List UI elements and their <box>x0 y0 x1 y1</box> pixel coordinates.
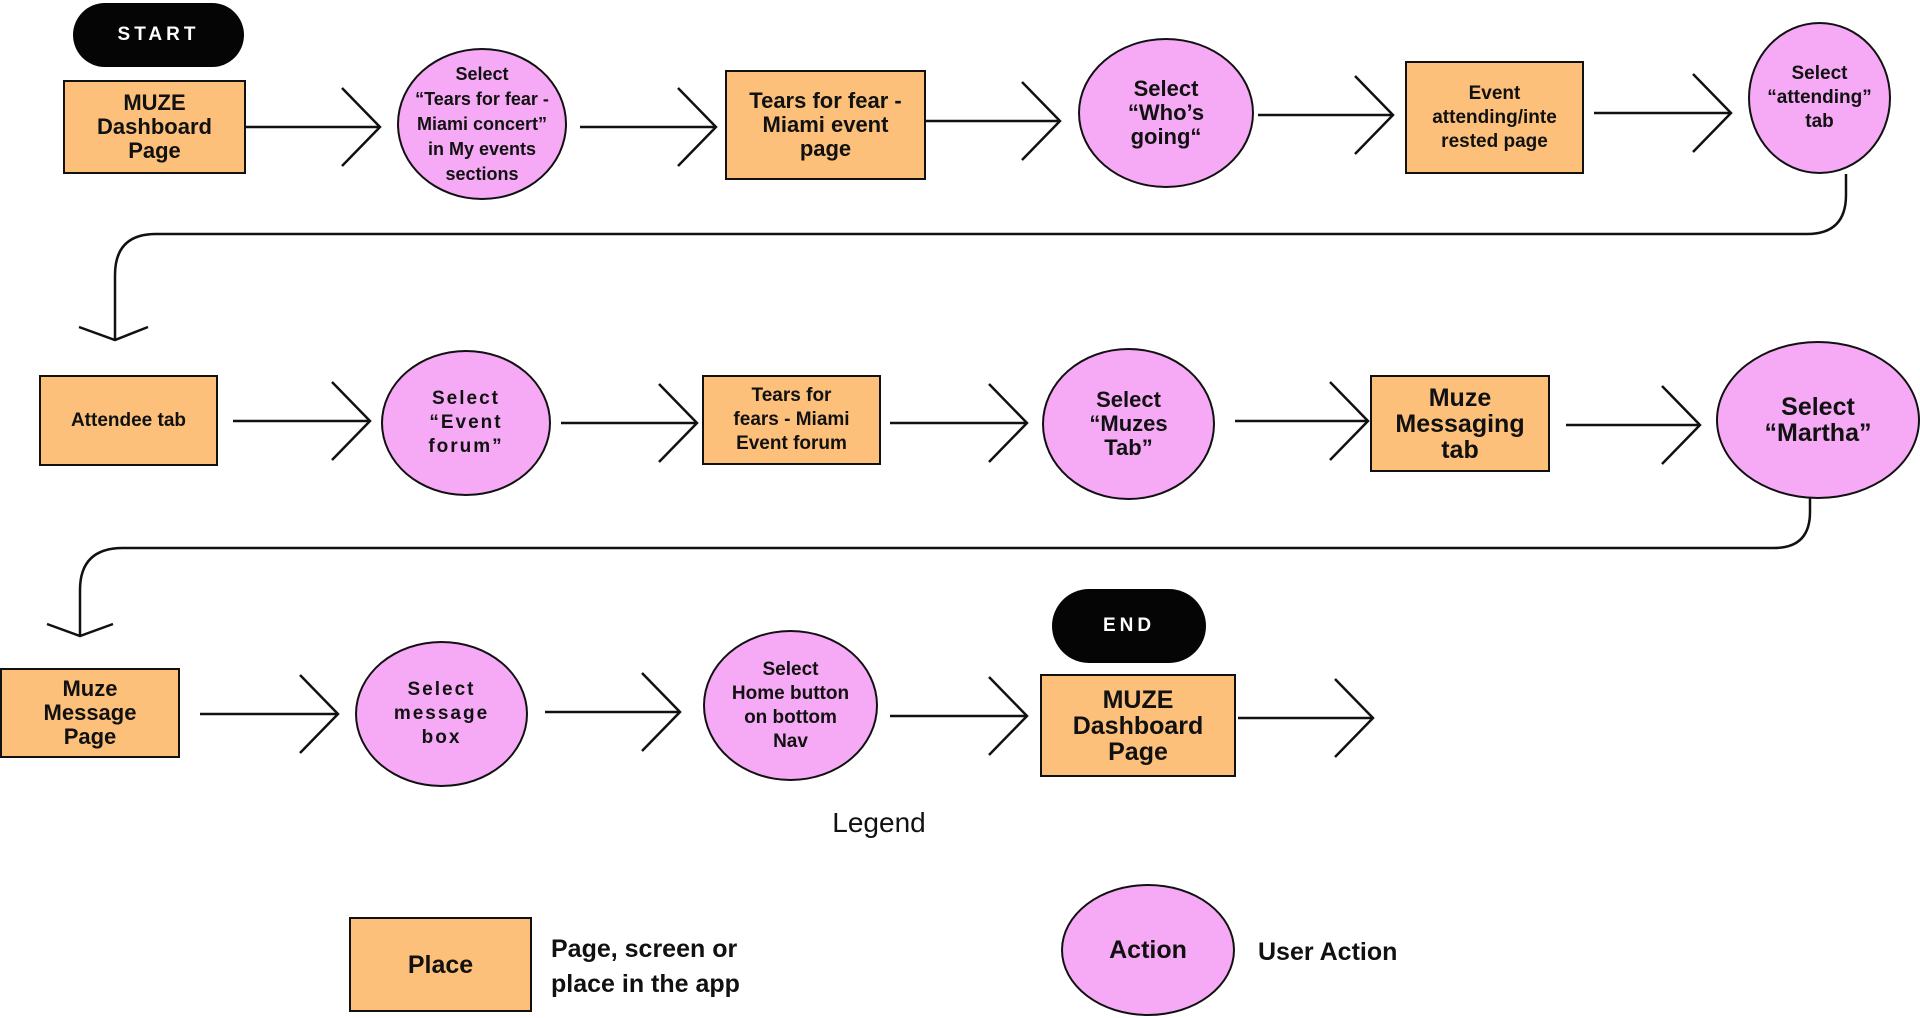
node-label: Select “Martha” <box>1764 393 1872 447</box>
place-muze-dashboard-end: MUZE Dashboard Page <box>1040 674 1236 777</box>
action-select-message-box: Select message box <box>355 641 528 787</box>
action-select-event-forum: Select “Event forum” <box>381 350 551 496</box>
action-select-muzes-tab: Select “Muzes Tab” <box>1042 348 1215 500</box>
place-attendee-tab: Attendee tab <box>39 375 218 466</box>
legend-action-description: User Action <box>1258 938 1398 966</box>
action-select-tears-concert: Select “Tears for fear - Miami concert” … <box>397 48 567 200</box>
node-label: Select “Tears for fear - Miami concert” … <box>415 63 549 184</box>
node-label: Select message box <box>393 679 490 748</box>
arrow-r3-2 <box>545 672 682 752</box>
arrow-r3-4 <box>1238 678 1375 758</box>
arrow-r3-3 <box>890 676 1029 756</box>
arrow-r2-2 <box>561 383 699 463</box>
node-label: Select “Who’s going“ <box>1127 76 1205 149</box>
arrow-r1-2 <box>580 87 718 167</box>
legend-place-description: Page, screen or place in the app <box>551 935 740 998</box>
action-select-home-button: Select Home button on bottom Nav <box>703 630 878 781</box>
node-label: Muze Message Page <box>43 676 137 749</box>
legend-action-swatch: Action <box>1061 884 1235 1016</box>
action-select-whos-going: Select “Who’s going“ <box>1078 38 1254 188</box>
node-label: MUZE Dashboard Page <box>1072 685 1204 766</box>
node-label: Select “attending” tab <box>1767 63 1872 132</box>
node-label: Select Home button on bottom Nav <box>731 658 850 752</box>
legend-place-label: Place <box>407 950 474 979</box>
start-label: START <box>117 24 200 45</box>
node-label: Select “Muzes Tab” <box>1089 387 1168 460</box>
node-label: Muze Messaging tab <box>1395 383 1525 464</box>
place-muze-messaging-tab: Muze Messaging tab <box>1370 375 1550 472</box>
legend-place-swatch: Place <box>349 917 532 1012</box>
return-line-1 <box>78 174 1848 342</box>
end-label: END <box>1102 615 1156 636</box>
node-label: Attendee tab <box>70 409 187 431</box>
return-line-2 <box>46 495 1812 638</box>
action-select-attending-tab: Select “attending” tab <box>1748 22 1891 174</box>
place-muze-dashboard-start: MUZE Dashboard Page <box>63 80 246 174</box>
end-terminator: END <box>1052 589 1206 663</box>
node-label: Tears for fears - Miami Event forum <box>733 385 850 454</box>
node-label: Event attending/inte rested page <box>1432 82 1557 152</box>
place-event-attending-page: Event attending/inte rested page <box>1405 61 1584 174</box>
action-select-martha: Select “Martha” <box>1716 341 1920 499</box>
arrow-r1-4 <box>1258 75 1395 155</box>
place-tears-event-page: Tears for fear - Miami event page <box>725 70 926 180</box>
node-label: Select “Event forum” <box>428 388 504 457</box>
arrow-r1-5 <box>1594 73 1733 153</box>
arrow-r2-4 <box>1235 381 1370 461</box>
node-label: Tears for fear - Miami event page <box>749 88 902 161</box>
place-muze-message-page: Muze Message Page <box>0 668 180 758</box>
start-terminator: START <box>73 3 244 67</box>
arrow-r1-3 <box>926 81 1062 161</box>
arrow-r3-1 <box>200 674 340 754</box>
arrow-r2-3 <box>890 383 1029 463</box>
arrow-r2-5 <box>1566 385 1702 465</box>
legend-action-label: Action <box>1109 936 1187 964</box>
node-label: MUZE Dashboard Page <box>97 90 212 163</box>
legend-title: Legend <box>832 807 926 838</box>
arrow-r1-1 <box>246 87 382 167</box>
place-tears-event-forum: Tears for fears - Miami Event forum <box>702 375 881 465</box>
arrow-r2-1 <box>233 381 372 461</box>
